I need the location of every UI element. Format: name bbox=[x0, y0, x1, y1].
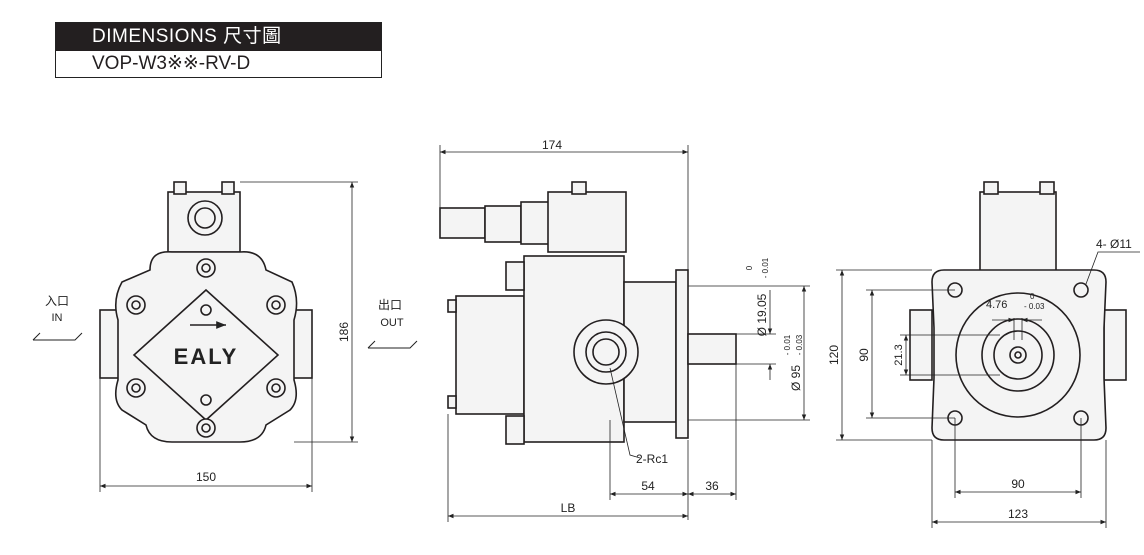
inlet-label-en: IN bbox=[52, 312, 63, 324]
rear-port-right bbox=[1103, 309, 1127, 381]
side-dimensions bbox=[439, 145, 810, 522]
dim-21-3: 21.3 bbox=[893, 344, 905, 365]
tol-pilot-upper: - 0.01 bbox=[783, 334, 792, 355]
dim-54: 54 bbox=[641, 479, 655, 493]
port-label: 2-Rc1 bbox=[636, 452, 668, 466]
tol-shaft-upper: 0 bbox=[745, 265, 754, 270]
dim-shaft-dia: Ø 19.05 bbox=[755, 293, 769, 336]
outlet-flow-symbol bbox=[367, 340, 418, 349]
dim-90-horizontal: 90 bbox=[1011, 477, 1025, 491]
tol-key-upper: 0 bbox=[1030, 292, 1035, 301]
pump-cover-side bbox=[455, 295, 525, 415]
dim-pilot-dia: Ø 95 bbox=[789, 365, 803, 391]
title-block: DIMENSIONS 尺寸圖 VOP-W3※※-RV-D bbox=[55, 22, 382, 78]
drawing-title: DIMENSIONS 尺寸圖 bbox=[56, 23, 381, 51]
drive-shaft bbox=[687, 333, 737, 365]
rear-valve-block bbox=[979, 191, 1057, 275]
adjust-screw bbox=[439, 207, 486, 239]
brand-logo: EALY bbox=[174, 344, 239, 369]
model-number: VOP-W3※※-RV-D bbox=[92, 53, 251, 74]
cover-bolts bbox=[126, 258, 286, 438]
dim-total-174: 174 bbox=[542, 138, 562, 152]
side-view bbox=[439, 181, 737, 445]
flange-holes bbox=[947, 282, 1089, 426]
holes-label: 4- Ø11 bbox=[1096, 237, 1132, 251]
tol-key-lower: - 0.03 bbox=[1024, 302, 1045, 311]
dim-height-186: 186 bbox=[337, 322, 351, 342]
dim-lb: LB bbox=[561, 501, 576, 515]
outlet-port-stub bbox=[291, 309, 313, 379]
tol-shaft-lower: - 0.01 bbox=[761, 257, 770, 278]
mounting-flange bbox=[675, 269, 689, 439]
tol-pilot-lower: - 0.03 bbox=[795, 334, 804, 355]
dim-90-vertical: 90 bbox=[857, 348, 871, 362]
dim-123: 123 bbox=[1008, 507, 1028, 521]
rear-dimensions bbox=[836, 251, 1140, 528]
dim-120: 120 bbox=[827, 345, 841, 365]
rear-view bbox=[909, 181, 1127, 441]
dim-key-width: 4.76 bbox=[986, 299, 1007, 311]
valve-body bbox=[547, 191, 627, 253]
outlet-label-en: OUT bbox=[380, 317, 404, 329]
dim-36: 36 bbox=[705, 479, 719, 493]
rear-port-left bbox=[909, 309, 933, 381]
front-view bbox=[99, 181, 313, 443]
dim-width-150: 150 bbox=[196, 470, 216, 484]
outlet-label-zh: 出口 bbox=[378, 298, 402, 312]
inlet-flow-symbol bbox=[32, 332, 83, 341]
inlet-label-zh: 入口 bbox=[45, 294, 69, 308]
front-dimensions bbox=[99, 181, 358, 492]
